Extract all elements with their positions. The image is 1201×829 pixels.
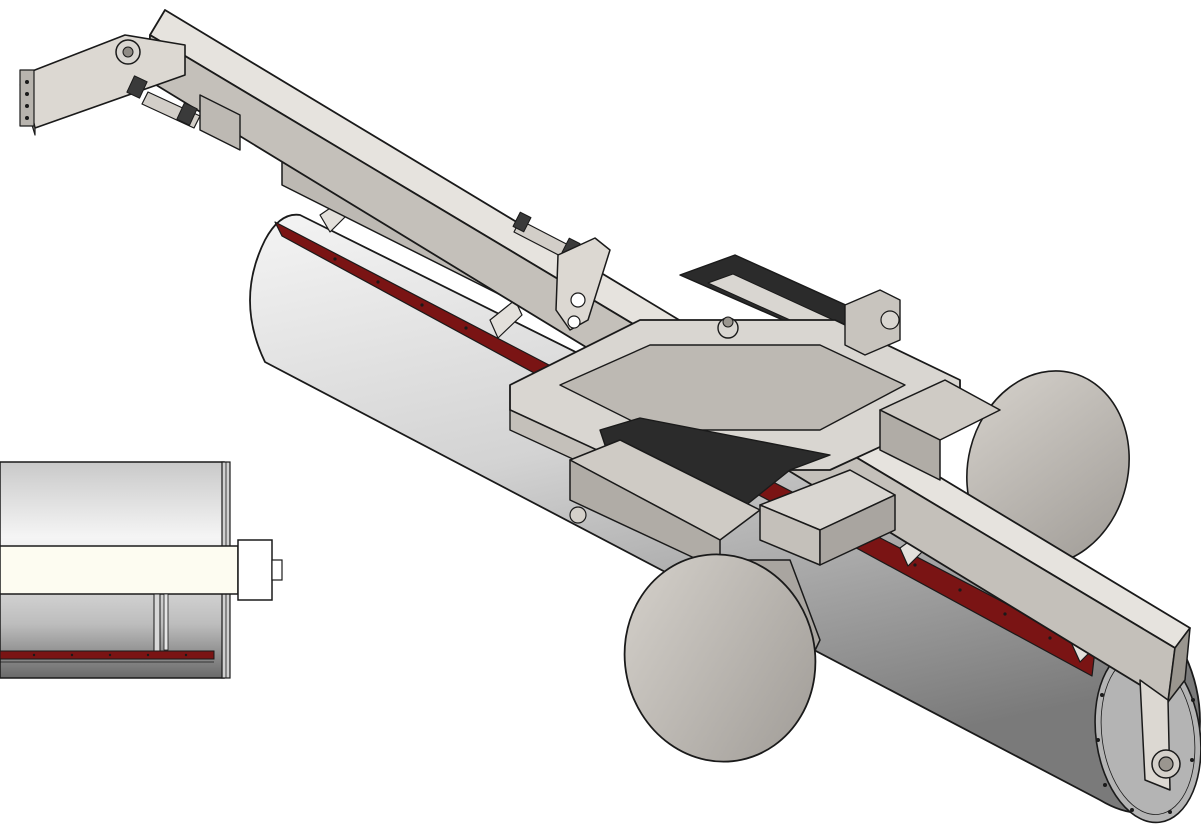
- cross-beam-left: [569, 439, 761, 571]
- side-detail-view: [0, 461, 283, 679]
- isometric-view: [19, 9, 1201, 824]
- lifting-ear-plate: [555, 237, 611, 331]
- rear-bearing-housing: [844, 289, 901, 356]
- hitch-plate: [19, 69, 35, 127]
- box-section-block: [759, 469, 896, 566]
- side-cream-beam: [0, 545, 239, 595]
- side-beam-end-plate: [237, 539, 273, 601]
- tow-hitch: [19, 34, 241, 151]
- side-axle-stub: [271, 559, 283, 581]
- side-scraper-post: [153, 593, 161, 655]
- lower-wear-plate: [599, 417, 831, 511]
- drum-end-bracket: [1139, 679, 1181, 791]
- hydraulic-cylinder-front: [126, 75, 201, 129]
- side-scraper-blade: [0, 650, 215, 660]
- front-left-wheel: [623, 553, 821, 763]
- cross-beam-right: [879, 379, 1001, 481]
